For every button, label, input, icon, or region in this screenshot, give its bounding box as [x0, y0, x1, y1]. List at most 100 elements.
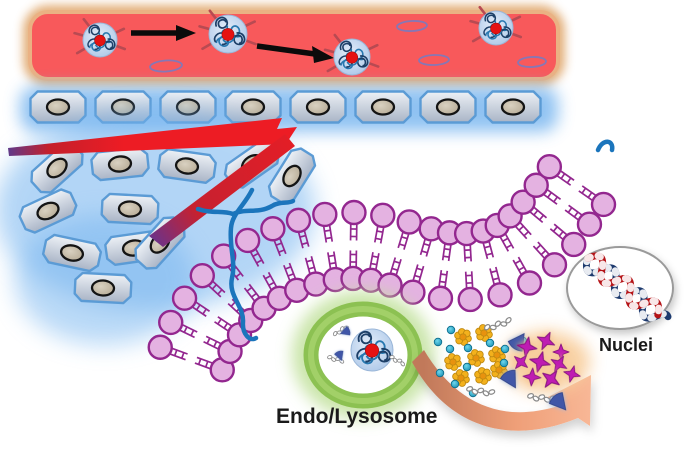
tissue-cell	[157, 148, 217, 184]
cell-nucleus	[282, 164, 302, 188]
cell-nucleus	[45, 98, 71, 116]
red-blood-cell	[149, 59, 183, 73]
lipid-tail-rung	[329, 261, 337, 265]
lipid-tail-rung	[301, 241, 309, 246]
lipid-tail-rung	[573, 211, 579, 218]
membrane-lipid	[194, 356, 235, 383]
endothelial-cell	[354, 90, 412, 124]
lipid-tail-rung	[299, 234, 307, 239]
lipid-tail-rung	[216, 288, 223, 296]
cell-nucleus	[90, 279, 116, 297]
magenta-drug-star	[522, 367, 542, 387]
lipid-head	[516, 270, 543, 296]
membrane-lipid	[510, 189, 548, 224]
membrane-lipid	[400, 264, 426, 305]
membrane-lipid	[532, 241, 568, 278]
tissue-cell	[30, 142, 84, 194]
lipid-head	[523, 172, 549, 198]
chain-link	[477, 387, 485, 394]
lipid-tail-rung	[206, 337, 211, 345]
lipid-tail-rung	[518, 266, 525, 272]
magenta-drug-star	[536, 331, 556, 351]
teal-drug-dot	[463, 343, 473, 353]
chain-link	[488, 389, 496, 395]
cluster-center	[493, 351, 501, 359]
membrane-lipid	[470, 218, 496, 260]
flow-arrow	[256, 43, 316, 57]
lipid-tail-rung	[416, 267, 424, 271]
lipid-tail-rung	[501, 237, 509, 243]
lipid-head	[158, 309, 184, 336]
lipid-tail-rung	[223, 322, 229, 329]
tissue-cell	[267, 147, 317, 205]
lipid-tail-rung	[252, 252, 259, 258]
lipid-tail-rung	[442, 255, 450, 258]
yellow-drug-cluster	[444, 353, 462, 371]
membrane-lipid	[536, 154, 575, 186]
lipid-tail-rung	[268, 281, 275, 287]
lipid-tail-rung	[201, 308, 208, 315]
lipid-head	[234, 227, 261, 254]
red-blood-cell	[396, 20, 428, 32]
vessel-nanoparticle	[198, 9, 257, 54]
np-polymer-squiggle	[484, 12, 497, 24]
lipid-tail-rung	[211, 283, 218, 290]
membrane-lipid	[158, 309, 198, 339]
lipid-tail-rung	[546, 191, 553, 199]
membrane-lipid	[171, 285, 211, 317]
endothelial-cell	[289, 90, 347, 124]
lipid-tail-rung	[421, 250, 429, 254]
lipid-tail-rung	[180, 351, 185, 359]
lipid-tail-rung	[540, 249, 547, 256]
membrane-lipid	[377, 257, 403, 298]
endothelial-cell	[419, 90, 477, 124]
lipid-tail-rung	[212, 340, 218, 348]
lipid-tail-rung	[587, 191, 593, 199]
triangle-shape	[499, 369, 516, 389]
teal-drug-dot	[500, 344, 510, 354]
membrane-lipid	[523, 172, 562, 205]
np-polymer-squiggle	[233, 32, 246, 46]
blue-ligand-triangle	[548, 392, 567, 411]
lipid-tail-rung	[183, 326, 188, 334]
cell-nucleus	[174, 157, 200, 175]
lipid-tail-rung	[264, 274, 272, 280]
tissue-cell	[18, 188, 78, 234]
cell-nucleus	[117, 200, 143, 218]
lipid-tail-rung	[370, 262, 378, 266]
lipid-tail-rung	[581, 187, 587, 194]
lipid-tail-rung	[325, 236, 333, 240]
cluster-center	[449, 358, 457, 366]
lipid-tail-rung	[552, 196, 559, 203]
chain-link	[331, 357, 336, 362]
cluster-center	[479, 372, 487, 380]
lipid-tail-rung	[204, 360, 209, 368]
lipid-head	[285, 207, 312, 234]
lipid-head	[147, 334, 173, 360]
lipid-tail-rung	[190, 329, 195, 337]
lipid-tail-rung	[538, 214, 545, 221]
chain-link	[339, 326, 345, 332]
np-polymer-squiggle	[339, 40, 353, 53]
membrane-lipid	[147, 334, 188, 361]
membrane-lipid	[564, 204, 603, 237]
membrane-lipid	[285, 207, 312, 249]
lipid-head	[510, 189, 536, 215]
vessel-nanoparticle	[469, 5, 523, 46]
lipid-tail-rung	[197, 358, 202, 366]
lipid-head	[189, 262, 215, 289]
teal-drug-dot	[450, 379, 460, 389]
np-polymer-squiggle	[357, 330, 373, 345]
lipid-tail-rung	[532, 209, 539, 216]
lipid-head	[396, 209, 422, 235]
lipid-head	[536, 154, 563, 180]
lipid-tail-rung	[558, 230, 564, 238]
chain-link	[392, 357, 398, 363]
vessel-lumen	[28, 10, 560, 81]
membrane-lipid	[487, 266, 513, 308]
lipid-head	[541, 252, 568, 278]
yellow-drug-cluster	[454, 328, 472, 346]
np-polymer-squiggle	[357, 55, 369, 68]
